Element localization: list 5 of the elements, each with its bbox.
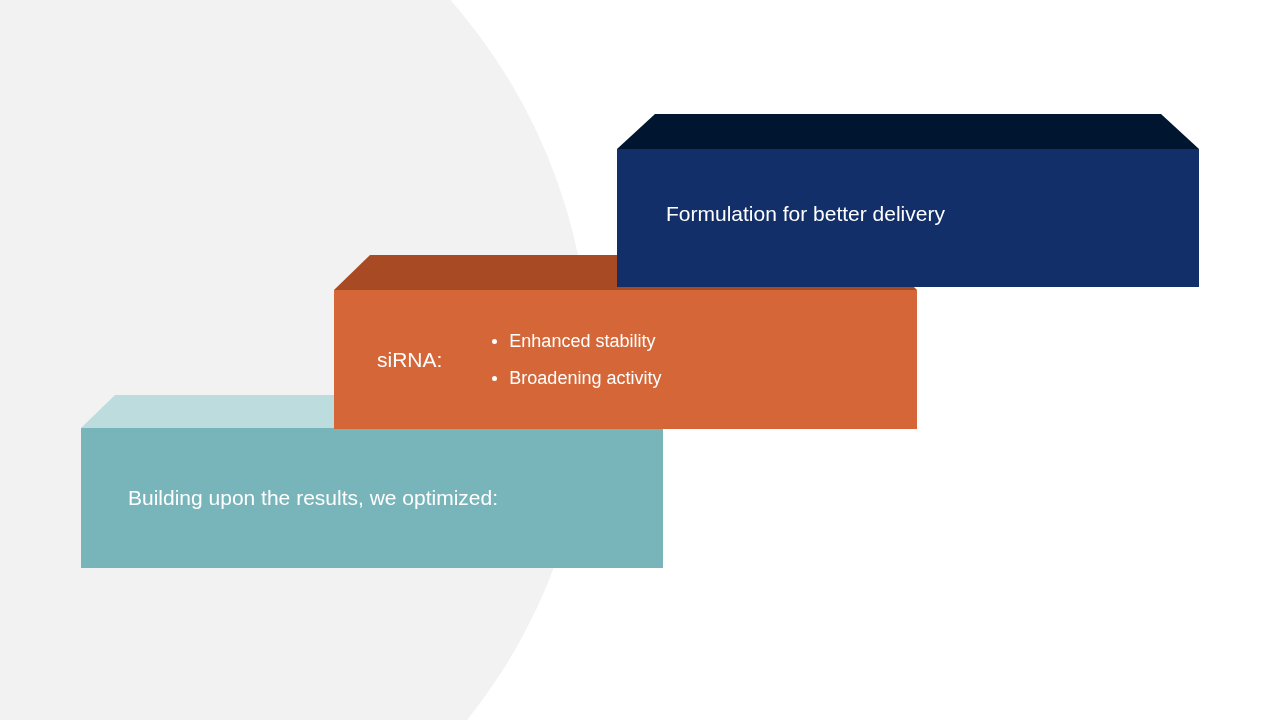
step-text: Building upon the results, we optimized: <box>128 486 499 510</box>
bullet-item: Broadening activity <box>509 366 662 390</box>
step-label: siRNA: <box>377 346 443 373</box>
bullet-item: Enhanced stability <box>509 329 656 353</box>
step-text: Formulation for better delivery <box>666 202 945 226</box>
